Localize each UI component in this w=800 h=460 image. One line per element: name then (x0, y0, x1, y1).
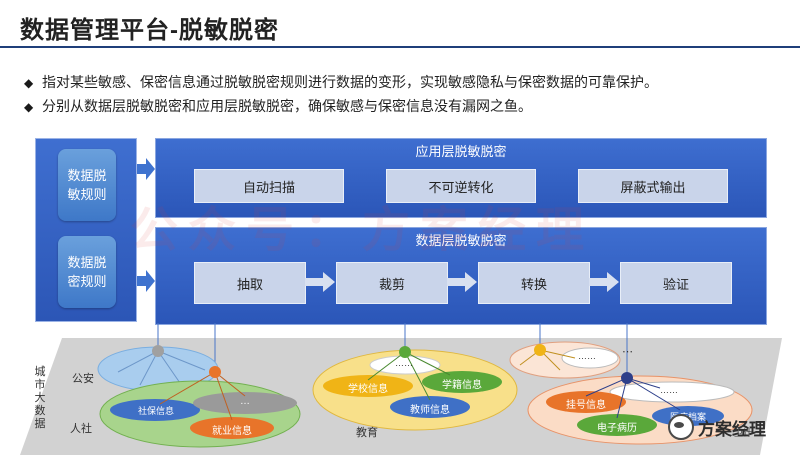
teacher-label: 教师信息 (410, 405, 450, 416)
diamond-bullet-icon: ◆ (24, 100, 34, 114)
irreversible-box: 不可逆转化 (386, 169, 536, 203)
employment-label: 就业信息 (212, 426, 252, 437)
bullet-list: ◆ 指对某些敏感、保密信息通过脱敏脱密规则进行数据的变形，实现敏感隐私与保密数据的… (24, 72, 794, 120)
student-label: 学籍信息 (442, 380, 482, 391)
hr-node (209, 366, 221, 378)
employment-node (190, 417, 274, 439)
bigdata-side-label: 城市大数据 (34, 366, 46, 430)
desensitize-rule-label: 数据脱敏规则 (67, 168, 107, 202)
extract-step: 抽取 (194, 262, 306, 304)
rules-column: 数据脱敏规则 数据脱密规则 (35, 138, 137, 322)
social-security-label: 社保信息 (138, 406, 175, 416)
wechat-icon (668, 414, 694, 440)
flow-arrow-icon (447, 272, 477, 292)
rule-arrow-icon (137, 158, 155, 180)
auto-scan-box: 自动扫描 (194, 169, 344, 203)
data-layer-panel: 数据层脱敏脱密 抽取 裁剪 转换 验证 (155, 227, 767, 325)
health-top-ellipsis-node (561, 347, 619, 369)
police-label: 公安 (72, 373, 94, 385)
edu-label: 教育 (356, 427, 378, 439)
hr-label: 人社 (70, 423, 92, 435)
health-ellipsis-label: …… (660, 385, 678, 395)
hr-ellipsis-label: … (240, 396, 250, 407)
school-label: 学校信息 (348, 384, 388, 395)
data-layer-title: 数据层脱敏脱密 (415, 233, 507, 248)
edu-node (399, 346, 411, 358)
diamond-bullet-icon: ◆ (24, 76, 34, 90)
brand-logo: 方案经理 (668, 414, 766, 440)
app-layer-panel: 应用层脱敏脱密 自动扫描 不可逆转化 屏蔽式输出 (155, 138, 767, 218)
health-node (621, 372, 633, 384)
crop-step: 裁剪 (336, 262, 448, 304)
bullet-item: ◆ 分别从数据层脱敏脱密和应用层脱敏脱密，确保敏感与保密信息没有漏网之鱼。 (24, 96, 794, 120)
bullet-text: 指对某些敏感、保密信息通过脱敏脱密规则进行数据的变形，实现敏感隐私与保密数据的可… (42, 74, 658, 90)
page-title: 数据管理平台-脱敏脱密 (20, 17, 279, 44)
ellipsis-node (193, 392, 297, 414)
masked-output-box: 屏蔽式输出 (578, 169, 728, 203)
registration-node (546, 391, 626, 413)
social-security-node (110, 399, 200, 421)
edu-ellipsis-label: …… (395, 358, 413, 368)
desensitize-rule-box: 数据脱敏规则 (58, 149, 116, 221)
flow-arrow-icon (589, 272, 619, 292)
student-node (422, 371, 502, 393)
police-node (152, 345, 164, 357)
health-top-ellipsis-label: …… (578, 351, 596, 361)
rule-arrow-icon (137, 270, 155, 292)
brand-logo-text: 方案经理 (698, 419, 766, 439)
health-top-node (534, 344, 546, 356)
app-layer-title: 应用层脱敏脱密 (415, 144, 507, 159)
registration-label: 挂号信息 (566, 400, 606, 411)
watermark: 公众号：方案经理 (130, 204, 595, 257)
declassify-rule-label: 数据脱密规则 (67, 255, 107, 289)
ehr-label: 电子病历 (597, 423, 637, 434)
title-divider (0, 46, 800, 48)
teacher-node (390, 396, 470, 418)
health-dots-label: ⋯ (622, 346, 633, 358)
bullet-item: ◆ 指对某些敏感、保密信息通过脱敏脱密规则进行数据的变形，实现敏感隐私与保密数据的… (24, 72, 794, 96)
flow-arrow-icon (305, 272, 335, 292)
health-label: 卫计 (734, 428, 753, 438)
school-node (323, 375, 413, 397)
bullet-text: 分别从数据层脱敏脱密和应用层脱敏脱密，确保敏感与保密信息没有漏网之鱼。 (42, 98, 532, 114)
declassify-rule-box: 数据脱密规则 (58, 236, 116, 308)
transform-step: 转换 (478, 262, 590, 304)
ehr-node (577, 414, 657, 436)
verify-step: 验证 (620, 262, 732, 304)
